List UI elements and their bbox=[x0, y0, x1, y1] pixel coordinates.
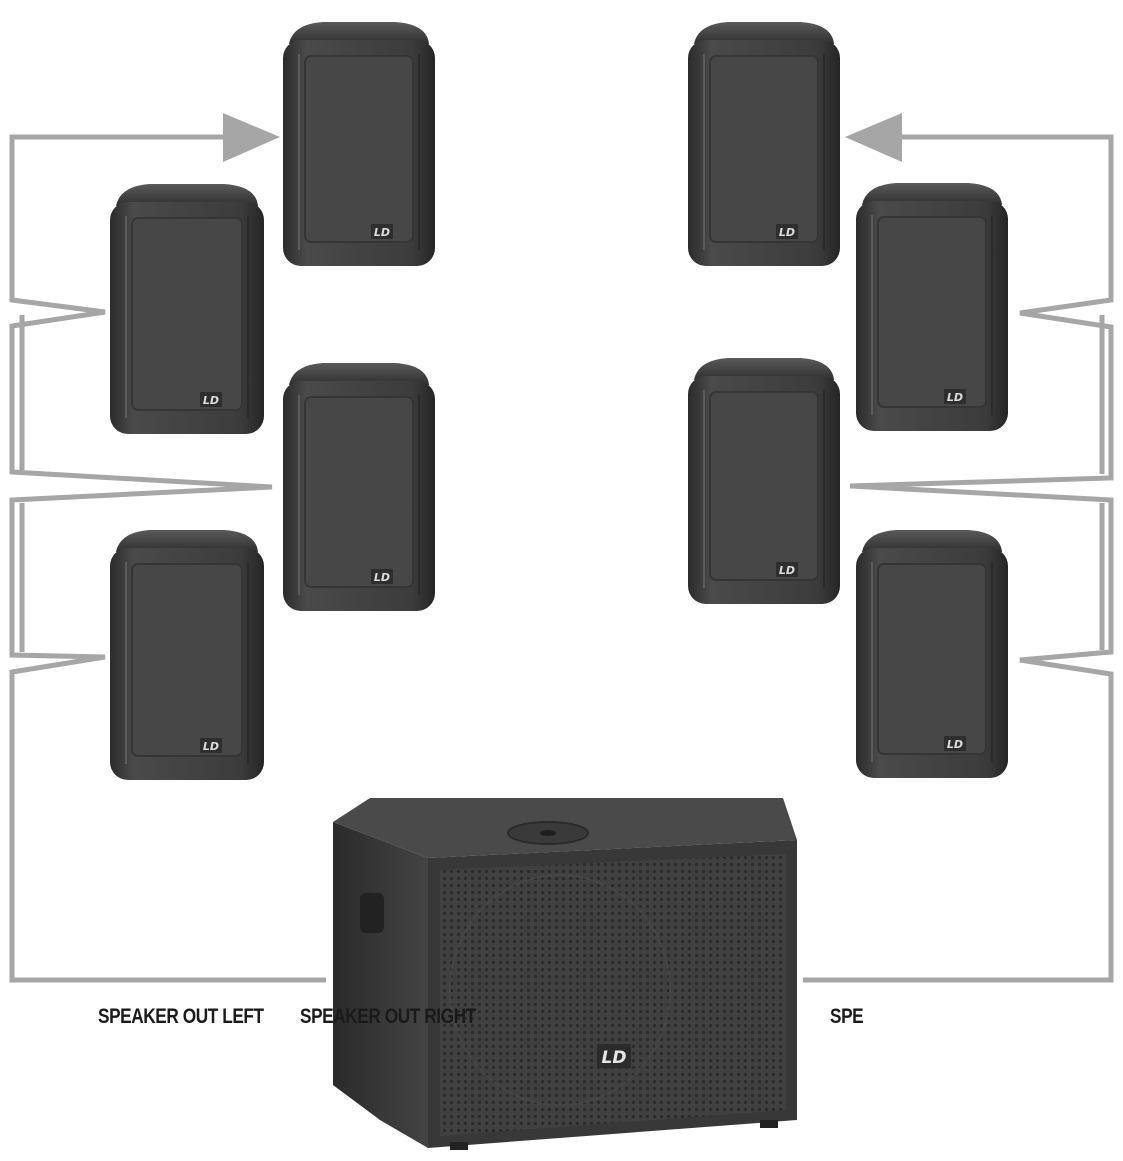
speaker-left-1: LD bbox=[283, 22, 435, 266]
speaker-left-3: LD bbox=[283, 363, 435, 611]
speaker-right-4-logo-text: LD bbox=[947, 738, 963, 751]
right-wiring bbox=[803, 134, 1114, 983]
label-speaker-out-truncated: SPE bbox=[830, 1005, 864, 1028]
left-arrowhead bbox=[223, 113, 280, 162]
speaker-left-3-logo-text: LD bbox=[374, 571, 390, 584]
speaker-right-2: LD bbox=[856, 183, 1008, 431]
subwoofer-logo: LD bbox=[597, 1044, 631, 1068]
subwoofer-handle bbox=[360, 893, 384, 933]
speaker-left-2-logo: LD bbox=[200, 392, 222, 407]
speaker-right-2-logo: LD bbox=[944, 389, 966, 404]
label-speaker-out-right: SPEAKER OUT RIGHT bbox=[300, 1005, 476, 1028]
speaker-right-3-logo-text: LD bbox=[779, 564, 795, 577]
speaker-right-1: LD bbox=[688, 22, 840, 266]
speaker-right-4: LD bbox=[856, 530, 1008, 778]
label-speaker-out-left: SPEAKER OUT LEFT bbox=[98, 1005, 264, 1028]
speaker-right-1-logo-text: LD bbox=[779, 226, 795, 239]
left-wiring bbox=[9, 134, 326, 983]
speaker-right-3: LD bbox=[688, 358, 840, 604]
speaker-left-2-logo-text: LD bbox=[203, 394, 219, 407]
speaker-left-4: LD bbox=[110, 530, 264, 780]
right-arrowhead bbox=[845, 113, 902, 162]
speaker-right-4-logo: LD bbox=[944, 736, 966, 751]
speaker-left-4-logo-text: LD bbox=[203, 740, 219, 753]
subwoofer-side bbox=[333, 822, 428, 1148]
speaker-left-3-logo: LD bbox=[371, 569, 393, 584]
speaker-right-3-logo: LD bbox=[776, 562, 798, 577]
subwoofer: LD bbox=[333, 798, 797, 1150]
speaker-left-1-logo-text: LD bbox=[374, 226, 390, 239]
speaker-right-1-logo: LD bbox=[776, 224, 798, 239]
subwoofer-logo-text: LD bbox=[602, 1048, 627, 1068]
speaker-left-4-logo: LD bbox=[200, 738, 222, 753]
subwoofer-grille bbox=[440, 854, 786, 1136]
speaker-left-1-logo: LD bbox=[371, 224, 393, 239]
speaker-right-2-logo-text: LD bbox=[947, 391, 963, 404]
right-wire-outer-loop bbox=[803, 134, 1114, 983]
left-wire-outer-loop bbox=[9, 134, 326, 983]
speaker-left-2: LD bbox=[110, 184, 264, 434]
